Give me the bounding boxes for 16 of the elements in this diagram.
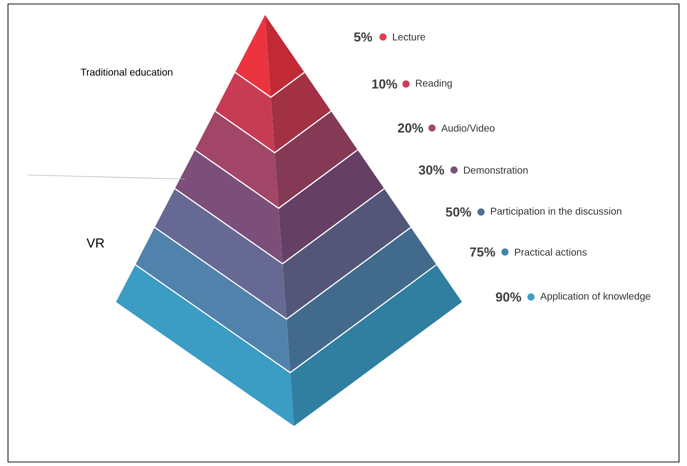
percentage: 10% — [372, 79, 398, 89]
percentage: 5% — [354, 32, 372, 42]
side-label: Traditional education — [80, 68, 172, 76]
legend-label: Practical actions — [515, 248, 587, 256]
side-label: VR — [86, 238, 104, 248]
percentage: 20% — [398, 123, 424, 133]
percentage: 90% — [496, 292, 522, 302]
percentage: 50% — [446, 207, 472, 217]
legend-label: Lecture — [393, 34, 426, 40]
percentage: 75% — [470, 247, 496, 257]
legend-label: Reading — [416, 79, 452, 89]
legend-label: Audio/Video — [441, 124, 495, 132]
legend-label: Participation in the discussion — [491, 207, 622, 217]
legend-label: Application of knowledge — [540, 292, 650, 302]
percentage: 30% — [418, 165, 444, 175]
legend-label: Demonstration — [464, 166, 528, 174]
